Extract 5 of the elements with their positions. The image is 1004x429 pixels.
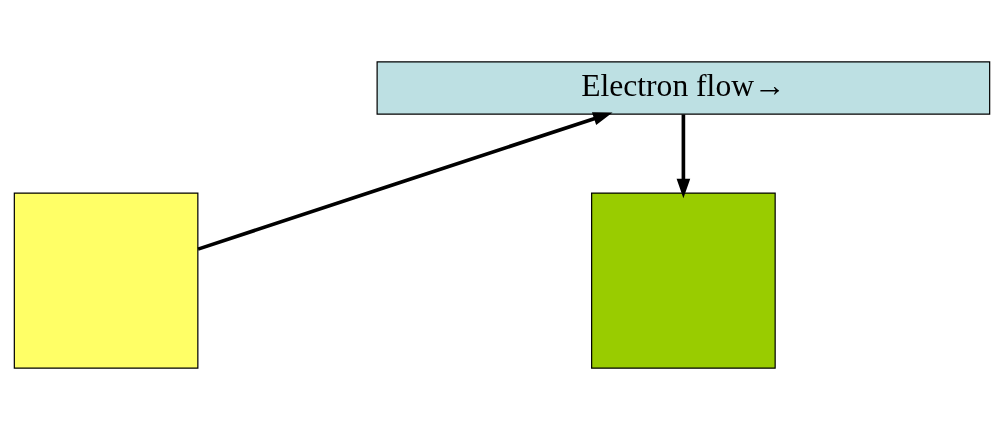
node-box: Electron flow→ (376, 60, 991, 115)
arrow (676, 113, 691, 198)
node-box (591, 192, 776, 369)
node-box (13, 192, 199, 369)
arrow (197, 111, 613, 251)
